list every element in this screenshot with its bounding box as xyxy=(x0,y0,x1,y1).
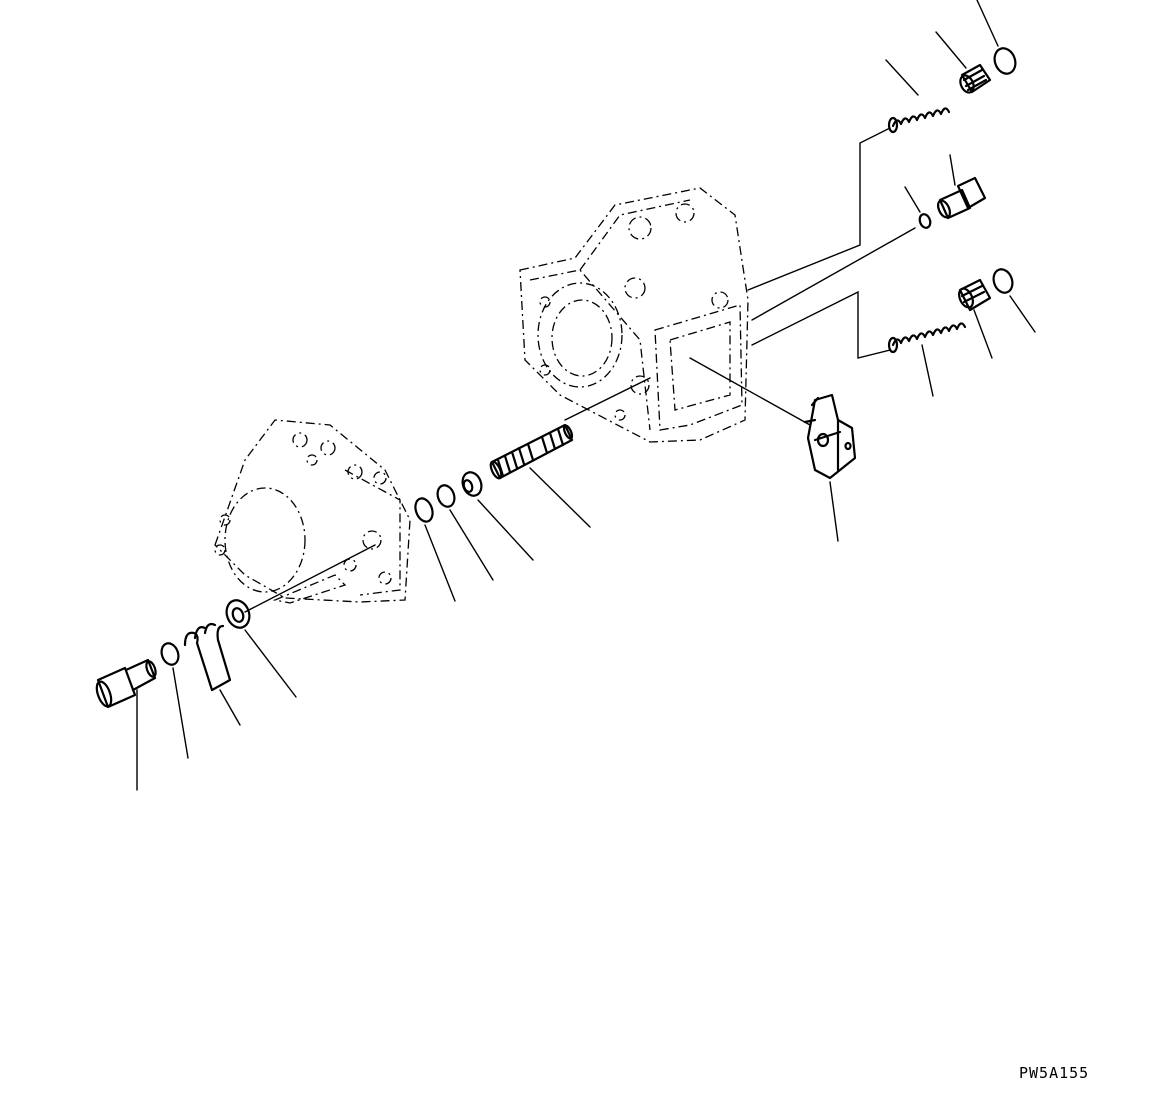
upper-spring-icon xyxy=(887,107,951,134)
spool-icon xyxy=(489,423,574,480)
valve-body-housing xyxy=(519,187,749,443)
bolt-icon xyxy=(95,658,157,709)
leader-lines xyxy=(136,0,1036,791)
front-oring-icon xyxy=(436,484,456,508)
figure-code-label: PW5A155 xyxy=(1019,1064,1090,1082)
lever-bracket-icon xyxy=(803,393,857,480)
retainer-icon xyxy=(461,471,483,497)
middle-plug-icon xyxy=(936,176,987,220)
upper-oring-icon xyxy=(993,47,1017,75)
end-cover-plate xyxy=(214,419,411,604)
lower-oring-icon xyxy=(992,268,1014,294)
upper-plug-icon xyxy=(959,63,992,94)
washer-seal-icon xyxy=(225,599,251,629)
lower-plug-icon xyxy=(958,278,992,312)
assembly-center-lines xyxy=(244,127,916,613)
middle-oring-icon xyxy=(918,213,932,229)
spring-washer-icon xyxy=(160,642,180,666)
lock-plate-icon xyxy=(183,622,232,692)
lower-spring-icon xyxy=(887,322,967,354)
snap-ring-icon xyxy=(414,497,434,523)
